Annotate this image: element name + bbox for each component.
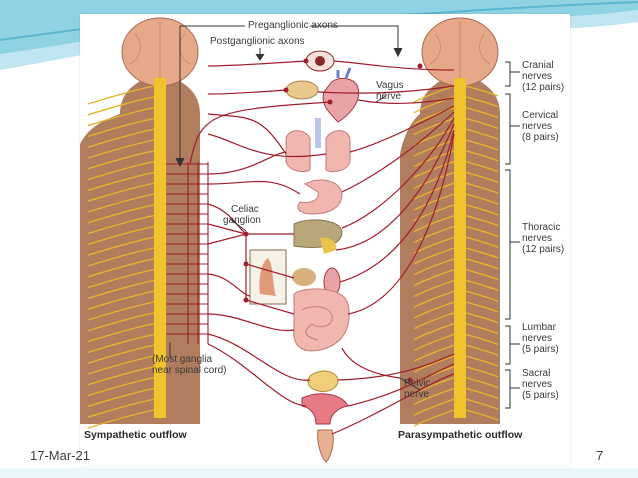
ganglion-dot [327, 99, 333, 105]
sympathetic-fiber [207, 180, 301, 195]
ganglion-dot [283, 87, 289, 93]
nerve-group-name: Thoracic [522, 222, 561, 233]
sympathetic-fiber [207, 60, 307, 67]
parasympathetic-fiber [349, 105, 455, 153]
nerve-group-sacral: Sacral nerves (5 pairs) [522, 368, 559, 401]
nerve-group-name: Sacral [522, 368, 551, 379]
preganglionic-axons-label: Preganglionic axons [248, 20, 339, 31]
pelvic-label-line2: nerve [404, 389, 430, 400]
nerve-group-type: nerves [522, 233, 553, 244]
nerve-group-name: Cervical [522, 110, 559, 121]
nerve-group-type: nerves [522, 333, 553, 344]
slide-page-number: 7 [596, 448, 604, 463]
nerve-group-count: (12 pairs) [522, 82, 565, 93]
sympathetic-fiber [207, 333, 311, 381]
nerve-group-type: nerves [522, 71, 553, 82]
celiac-label-line2: ganglion [223, 215, 261, 226]
parasympathetic-body-silhouette [400, 17, 500, 427]
sympathetic-fiber [207, 273, 251, 297]
nerve-group-type: nerves [522, 121, 553, 132]
parasympathetic-pathways [317, 60, 455, 435]
parasympathetic-fiber [341, 117, 455, 229]
parasympathetic-fiber [331, 373, 455, 435]
ganglia-note-line1: (Most ganglia [152, 354, 213, 365]
parasympathetic-fiber [317, 85, 455, 94]
parasympathetic-fiber [347, 133, 455, 315]
celiac-ganglion-label: Celiac ganglion [223, 204, 261, 226]
parasympathetic-fiber [339, 129, 455, 283]
nerve-group-name: Lumbar [522, 322, 556, 333]
postganglionic-axons-label: Postganglionic axons [210, 36, 305, 47]
nerve-group-thoracic: Thoracic nerves (12 pairs) [522, 222, 564, 255]
sympathetic-fiber [245, 263, 295, 279]
nerve-group-count: (8 pairs) [522, 132, 559, 143]
slide-date: 17-Mar-21 [30, 448, 90, 463]
vagus-nerve-label: Vagus nerve [376, 80, 404, 102]
nerve-group-type: nerves [522, 379, 553, 390]
parasympathetic-fiber [347, 363, 455, 407]
parasympathetic-fiber [341, 347, 401, 379]
pelvic-label-line1: Pelvic [404, 378, 431, 389]
nerve-group-cervical: Cervical nerves (8 pairs) [522, 110, 559, 143]
sympathetic-fiber [207, 233, 295, 315]
sympathetic-chain [166, 162, 209, 344]
diagram-drawing [80, 17, 520, 463]
nerve-group-count: (5 pairs) [522, 390, 559, 401]
parasympathetic-fiber [335, 123, 455, 251]
vagus-label-line1: Vagus [376, 80, 404, 91]
nerve-group-cranial: Cranial nerves (12 pairs) [522, 60, 564, 93]
axon-label-arrows [169, 25, 520, 409]
sympathetic-fiber [207, 113, 287, 155]
autonomic-nervous-system-figure: Preganglionic axons Postganglionic axons… [80, 14, 570, 466]
ganglion-dot [303, 58, 309, 64]
nerve-group-name: Cranial [522, 60, 554, 71]
organs [249, 50, 360, 463]
parasympathetic-fiber [341, 111, 455, 193]
sympathetic-fiber [207, 151, 287, 175]
vagus-label-line2: nerve [376, 91, 402, 102]
sympathetic-fiber [207, 223, 247, 235]
parasympathetic-outflow-caption: Parasympathetic outflow [398, 429, 523, 441]
sympathetic-fiber [207, 313, 295, 332]
ganglion-markers [243, 58, 423, 383]
pelvic-nerve-label: Pelvic nerve [404, 378, 431, 400]
nerve-group-lumbar: Lumbar nerves (5 pairs) [522, 322, 559, 355]
sympathetic-fiber [189, 101, 331, 165]
ganglion-dot [243, 261, 249, 267]
sympathetic-fiber [207, 89, 287, 95]
sympathetic-fiber [207, 343, 307, 407]
parasympathetic-fiber [333, 60, 455, 71]
ganglion-dot [243, 231, 249, 237]
ganglion-dot [407, 377, 413, 383]
ganglia-note-line2: near spinal cord) [152, 365, 227, 376]
nerve-group-count: (12 pairs) [522, 244, 565, 255]
ganglia-note-label: (Most ganglia near spinal cord) [152, 354, 226, 376]
sympathetic-pathways [189, 60, 331, 407]
parasympathetic-fiber [357, 97, 455, 105]
nerve-group-count: (5 pairs) [522, 344, 559, 355]
ganglion-dot [417, 63, 423, 69]
sympathetic-fiber [207, 133, 327, 158]
celiac-label-line1: Celiac [231, 204, 259, 215]
ganglion-dot [243, 297, 249, 303]
parasympathetic-fiber [337, 353, 455, 381]
sympathetic-outflow-caption: Sympathetic outflow [84, 429, 187, 441]
